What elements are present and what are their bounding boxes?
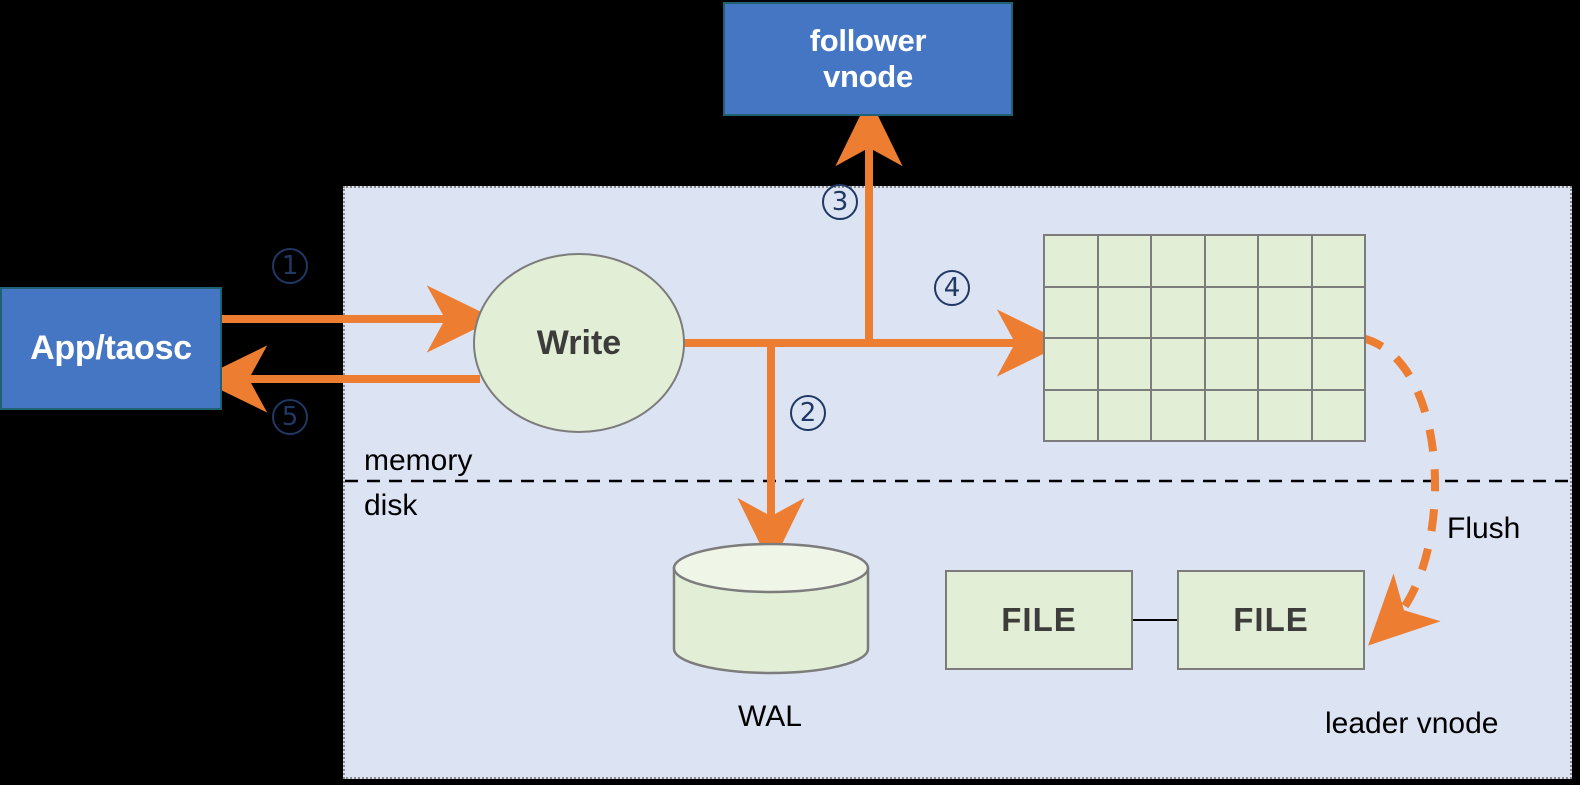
memtable-cell bbox=[1312, 339, 1364, 389]
file-box-2[interactable]: FILE bbox=[1177, 570, 1365, 670]
file-1-label: FILE bbox=[1001, 601, 1077, 638]
disk-label: disk bbox=[364, 489, 418, 522]
memtable-grid[interactable] bbox=[1043, 234, 1366, 442]
follower-vnode-label-line1: follower bbox=[809, 23, 927, 59]
write-label: Write bbox=[536, 323, 622, 362]
write-node[interactable]: Write bbox=[473, 253, 685, 433]
memtable-cell bbox=[1045, 339, 1097, 389]
memtable-cell bbox=[1152, 287, 1204, 337]
follower-vnode-box[interactable]: follower vnode bbox=[723, 2, 1013, 116]
memtable-cell bbox=[1259, 339, 1311, 389]
memtable-cell bbox=[1312, 390, 1364, 440]
file-2-label: FILE bbox=[1233, 601, 1309, 638]
memtable-cell bbox=[1205, 236, 1257, 286]
memtable-cell bbox=[1098, 390, 1150, 440]
memtable-cell bbox=[1152, 339, 1204, 389]
memtable-cell bbox=[1098, 287, 1150, 337]
step-number-3: 3 bbox=[822, 184, 858, 220]
step-number-1: 1 bbox=[272, 248, 308, 284]
step-number-5: 5 bbox=[272, 399, 308, 435]
flush-label: Flush bbox=[1447, 512, 1521, 545]
memtable-cell bbox=[1312, 236, 1364, 286]
memtable-cell bbox=[1259, 287, 1311, 337]
memtable-cell bbox=[1098, 236, 1150, 286]
memtable-cell bbox=[1045, 236, 1097, 286]
memtable-cell bbox=[1152, 236, 1204, 286]
memtable-cell bbox=[1152, 390, 1204, 440]
memtable-cell bbox=[1205, 390, 1257, 440]
app-taosc-box[interactable]: App/taosc bbox=[0, 287, 222, 410]
memtable-cell bbox=[1312, 287, 1364, 337]
leader-vnode-caption: leader vnode bbox=[1325, 707, 1499, 740]
memtable-cell bbox=[1205, 287, 1257, 337]
follower-vnode-label-line2: vnode bbox=[823, 59, 913, 94]
app-taosc-label: App/taosc bbox=[30, 328, 192, 367]
step-number-2: 2 bbox=[790, 395, 826, 431]
memtable-cell bbox=[1259, 236, 1311, 286]
memtable-cell bbox=[1045, 390, 1097, 440]
memtable-cell bbox=[1259, 390, 1311, 440]
file-connector-line bbox=[1133, 619, 1177, 621]
memtable-cell bbox=[1045, 287, 1097, 337]
step-number-4: 4 bbox=[934, 270, 970, 306]
memtable-cell bbox=[1205, 339, 1257, 389]
memory-label: memory bbox=[364, 444, 473, 477]
memtable-cell bbox=[1098, 339, 1150, 389]
file-box-1[interactable]: FILE bbox=[945, 570, 1133, 670]
wal-cylinder[interactable] bbox=[672, 542, 870, 675]
wal-label: WAL bbox=[738, 700, 802, 733]
